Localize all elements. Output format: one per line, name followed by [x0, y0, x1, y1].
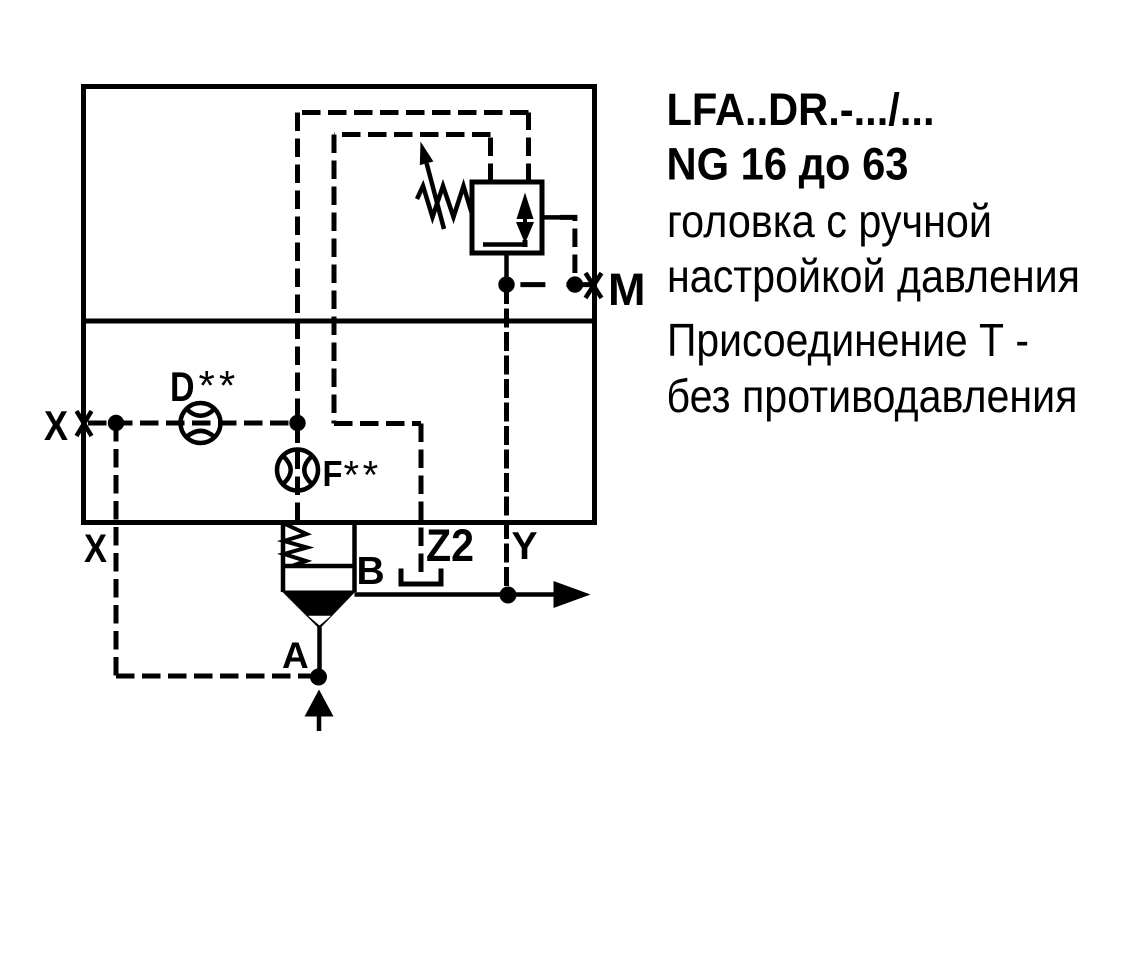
- svg-text:без противодавления: без противодавления: [667, 370, 1078, 422]
- svg-text:LFA..DR.-.../...: LFA..DR.-.../...: [667, 84, 935, 135]
- svg-text:D: D: [170, 363, 195, 410]
- svg-text:B: B: [357, 550, 385, 593]
- svg-text:Y: Y: [512, 525, 538, 568]
- svg-text:NG 16 до 63: NG 16 до 63: [667, 139, 909, 190]
- svg-text:Z2: Z2: [426, 520, 474, 571]
- svg-text:M: M: [608, 264, 646, 315]
- svg-text:F: F: [323, 453, 343, 494]
- svg-text:X: X: [44, 402, 68, 449]
- svg-text:настройкой давления: настройкой давления: [667, 250, 1080, 302]
- svg-text:**: **: [344, 454, 382, 498]
- svg-text:Присоединение Т -: Присоединение Т -: [667, 314, 1029, 366]
- svg-text:X: X: [84, 527, 107, 571]
- svg-text:**: **: [199, 362, 240, 409]
- svg-text:A: A: [282, 635, 309, 676]
- svg-text:головка с ручной: головка с ручной: [667, 195, 992, 247]
